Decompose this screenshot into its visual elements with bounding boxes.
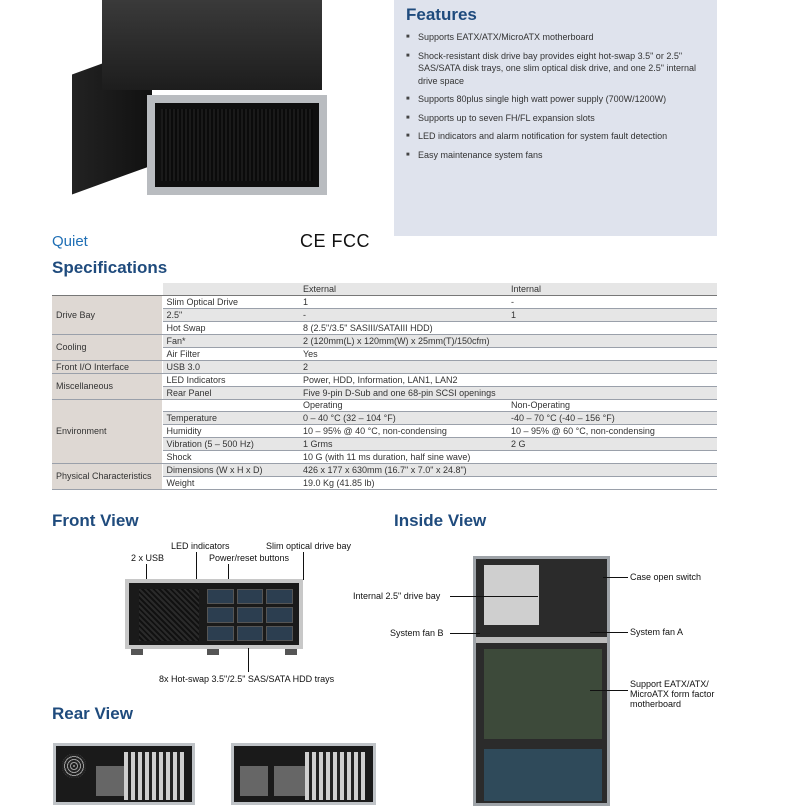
feature-item: Easy maintenance system fans (406, 149, 705, 162)
spec-item: Air Filter (162, 347, 299, 361)
spec-item: Rear Panel (162, 386, 299, 400)
spec-value: 10 – 95% @ 40 °C, non-condensing (299, 424, 507, 439)
label-drive-bay: Internal 2.5" drive bay (353, 591, 441, 601)
row-label: Front I/O Interface (52, 360, 163, 374)
spec-value: - (507, 295, 717, 310)
ce-fcc-logo: CE FCC (300, 231, 370, 251)
feature-item: Supports up to seven FH/FL expansion slo… (406, 112, 705, 125)
label-fan-a: System fan A (630, 627, 684, 637)
spec-item: Hot Swap (162, 321, 299, 336)
inside-view-title: Inside View (394, 511, 487, 530)
label-fan-b: System fan B (390, 628, 444, 638)
label-optical: Slim optical drive bay (266, 541, 352, 551)
col-external: External (299, 283, 507, 297)
spec-value: 10 G (with 11 ms duration, half sine wav… (299, 450, 717, 464)
feature-item: LED indicators and alarm notification fo… (406, 130, 705, 143)
spec-value: 2 G (507, 437, 717, 452)
feature-item: Supports 80plus single high watt power s… (406, 93, 705, 106)
spec-value: 2 (299, 360, 717, 374)
label-led: LED indicators (171, 541, 230, 551)
specifications-title: Specifications (52, 258, 168, 277)
spec-item: USB 3.0 (162, 360, 299, 374)
spec-item: Vibration (5 – 500 Hz) (162, 437, 299, 452)
spec-item: Humidity (162, 424, 299, 439)
spec-item: Fan* (162, 334, 299, 348)
product-image (52, 0, 376, 228)
label-trays: 8x Hot-swap 3.5"/2.5" SAS/SATA HDD trays (159, 674, 335, 684)
col-internal: Internal (507, 283, 717, 297)
label-case-switch: Case open switch (630, 572, 702, 582)
label-motherboard: Support EATX/ATX/ MicroATX form factor m… (630, 679, 714, 709)
spec-value: -40 – 70 °C (-40 – 156 °F) (507, 411, 717, 426)
feature-item: Shock-resistant disk drive bay provides … (406, 50, 705, 88)
spec-value: 1 Grms (299, 437, 507, 452)
front-view-image (125, 573, 303, 655)
spec-value: 0 – 40 °C (32 – 104 °F) (299, 411, 507, 426)
specifications-table: External Internal Drive Bay Slim Optical… (52, 283, 717, 490)
spec-value: 1 (507, 308, 717, 323)
spec-item: 2.5" (162, 308, 299, 323)
label-power: Power/reset buttons (209, 553, 290, 563)
spec-value: 8 (2.5"/3.5" SASIII/SATAIII HDD) (299, 321, 717, 336)
spec-item: Weight (162, 476, 299, 490)
spec-value: 426 x 177 x 630mm (16.7" x 7.0" x 24.8") (299, 463, 717, 477)
spec-item: LED Indicators (162, 373, 299, 387)
spec-item: Dimensions (W x H x D) (162, 463, 299, 477)
spec-value: 2 (120mm(L) x 120mm(W) x 25mm(T)/150cfm) (299, 334, 717, 348)
feature-item: Supports EATX/ATX/MicroATX motherboard (406, 31, 705, 44)
label-motherboard-line: MicroATX form factor (630, 689, 715, 699)
row-label: Cooling (52, 334, 163, 361)
rear-view-image-1 (53, 743, 195, 805)
spec-value: Five 9-pin D-Sub and one 68-pin SCSI ope… (299, 386, 717, 400)
row-label: Physical Characteristics (52, 463, 163, 490)
quiet-logo: Quiet (52, 233, 88, 250)
spec-value: - (299, 308, 507, 323)
label-motherboard-line: motherboard (630, 699, 682, 709)
col-nonoperating: Non-Operating (507, 399, 717, 413)
spec-value: Power, HDD, Information, LAN1, LAN2 (299, 373, 717, 387)
inside-view-image (473, 556, 610, 806)
spec-value: Yes (299, 347, 717, 361)
row-label: Environment (52, 399, 163, 464)
features-title: Features (406, 5, 477, 24)
row-label: Drive Bay (52, 295, 163, 336)
features-panel: Features Supports EATX/ATX/MicroATX moth… (394, 0, 717, 236)
rear-view-image-2 (231, 743, 376, 805)
row-label: Miscellaneous (52, 373, 163, 400)
spec-value: 10 – 95% @ 60 °C, non-condensing (507, 424, 717, 439)
front-view-title: Front View (52, 511, 139, 530)
spec-item: Shock (162, 450, 299, 464)
col-operating: Operating (299, 399, 507, 413)
rear-view-title: Rear View (52, 704, 133, 723)
spec-item: Slim Optical Drive (162, 295, 299, 310)
spec-value: 19.0 Kg (41.85 lb) (299, 476, 717, 490)
label-motherboard-line: Support EATX/ATX/ (630, 679, 709, 689)
label-usb: 2 x USB (131, 553, 165, 563)
spec-item: Temperature (162, 411, 299, 426)
spec-value: 1 (299, 295, 507, 310)
